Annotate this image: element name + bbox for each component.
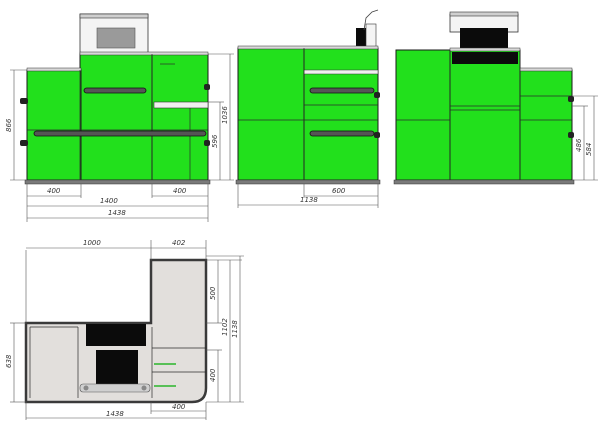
dim-front-width-left: 400 (47, 187, 61, 195)
dim-front-height-right: 1036 (221, 106, 229, 124)
back-hood (449, 11, 519, 54)
dim-back-height-a: 486 (575, 138, 583, 152)
dim-front-width-total: 1438 (108, 209, 126, 217)
side-dimensions: 600 1138 (237, 184, 379, 208)
front-view: 866 1036 596 400 400 1400 1438 (5, 13, 234, 222)
dim-front-width-mid: 1400 (100, 197, 118, 205)
dim-plan-left-height: 638 (5, 354, 13, 368)
back-cabinet-body (393, 47, 575, 185)
side-view: 600 1138 (235, 9, 381, 208)
dim-plan-top-right: 402 (172, 239, 186, 247)
side-cabinet-body (235, 45, 381, 185)
plan-handles (154, 363, 176, 387)
dim-plan-right-total: 1138 (231, 320, 239, 338)
front-dimensions: 866 1036 596 400 400 1400 1438 (5, 53, 234, 222)
dim-plan-right-upper: 500 (209, 286, 217, 300)
plan-view: 1000 402 500 400 1102 1138 638 400 (5, 239, 244, 420)
dim-front-height-counter: 596 (211, 134, 219, 148)
front-hood (79, 13, 149, 57)
dim-front-width-right: 400 (173, 187, 187, 195)
dim-plan-right-lower: 400 (209, 368, 217, 382)
dim-back-height-b: 584 (585, 143, 593, 156)
plan-grill (79, 350, 151, 393)
dim-side-depth-cabinet: 600 (332, 187, 346, 195)
plan-dimensions: 1000 402 500 400 1102 1138 638 400 (5, 239, 244, 420)
front-cabinet-body (20, 51, 211, 185)
front-handle-upper (83, 87, 147, 94)
back-dimensions: 486 584 (572, 95, 598, 181)
back-view: 486 584 (393, 11, 598, 185)
dim-front-height-total: 866 (5, 118, 13, 132)
side-hood (356, 9, 379, 51)
side-handle-upper (309, 87, 375, 94)
dim-plan-bottom-total: 1438 (106, 410, 124, 418)
front-handle-long (33, 130, 207, 137)
dim-side-depth-total: 1138 (300, 196, 318, 204)
dim-plan-top-left: 1000 (83, 239, 101, 247)
dim-plan-right-middle: 1102 (221, 318, 229, 336)
plan-cooktop (86, 324, 146, 346)
side-handle-lower (309, 130, 375, 137)
dim-plan-bottom-right: 400 (172, 403, 186, 411)
